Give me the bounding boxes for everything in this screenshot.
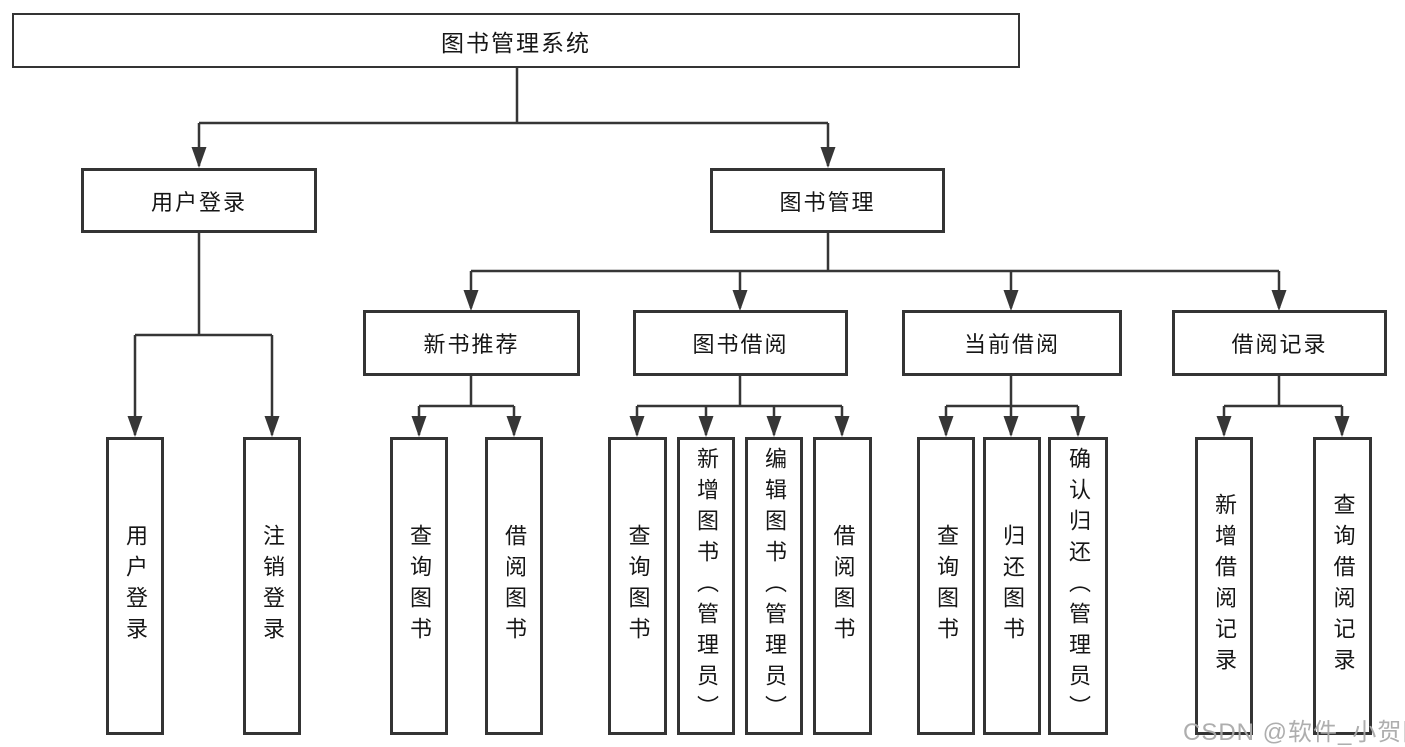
node-label: 编辑图书（管理员） [762,446,787,726]
edge-bookmgmt-to-level3 [469,233,1281,308]
arrowheads-level2 [191,147,836,168]
node-label: 图书借阅 [692,332,789,357]
node-return-books: 归还图书 [983,437,1041,735]
edge-borrowrecords-to-leaves [1222,376,1344,435]
node-confirm-return-admin: 确认归还（管理员） [1048,437,1108,735]
node-label: 图书管理系统 [441,29,591,56]
node-borrowing-records: 借阅记录 [1172,310,1387,376]
node-label: 借阅记录 [1231,332,1328,357]
arrowheads-borrowrecords-leaves [1216,416,1350,437]
node-label: 借阅图书 [502,524,527,648]
arrowheads-level3 [463,290,1287,311]
edge-newbookrec-to-leaves [417,376,516,435]
edge-userlogin-to-leaves [133,233,274,435]
node-label: 借阅图书 [830,524,856,648]
node-query-borrow-record: 查询借阅记录 [1313,437,1372,735]
node-query-books-recommend: 查询图书 [390,437,448,735]
node-label: 查询图书 [625,524,651,648]
node-borrow-books-recommend: 借阅图书 [485,437,543,735]
node-user-login: 用户登录 [81,168,317,233]
node-borrow-books-leaf: 借阅图书 [813,437,872,735]
watermark: CSDN @软件_小贺同学 [1183,719,1405,746]
node-logout: 注销登录 [243,437,301,735]
edge-root-to-level2 [197,68,830,166]
arrowheads-newbookrec-leaves [411,416,522,437]
arrowheads-currentborrow-leaves [938,416,1086,437]
edge-bookborrow-to-leaves [635,376,844,435]
node-add-books-admin: 新增图书（管理员） [677,437,735,735]
node-label: 用户登录 [150,189,247,215]
node-label: 新增借阅记录 [1212,493,1237,679]
node-label: 查询图书 [407,524,432,648]
node-label: 归还图书 [1000,524,1025,648]
node-user-login-leaf: 用户登录 [106,437,164,735]
node-query-books-current: 查询图书 [917,437,975,735]
node-label: 用户登录 [123,524,148,648]
node-label: 确认归还（管理员） [1066,446,1091,726]
node-add-borrow-record: 新增借阅记录 [1195,437,1253,735]
node-label: 当前借阅 [963,332,1060,357]
node-label: 新增图书（管理员） [694,446,719,726]
node-book-management: 图书管理 [710,168,945,233]
node-label: 查询图书 [934,524,959,648]
node-label: 注销登录 [260,524,285,648]
node-label: 新书推荐 [423,332,520,357]
node-label: 查询借阅记录 [1330,493,1356,679]
node-new-book-recommend: 新书推荐 [363,310,580,376]
arrowheads-userlogin-leaves [127,416,280,437]
arrowheads-bookborrow-leaves [629,416,850,437]
node-book-borrowing: 图书借阅 [633,310,848,376]
node-label: 图书管理 [779,189,876,215]
node-current-borrowing: 当前借阅 [902,310,1122,376]
node-library-system: 图书管理系统 [12,13,1020,68]
node-query-books-borrow: 查询图书 [608,437,667,735]
node-edit-books-admin: 编辑图书（管理员） [745,437,803,735]
